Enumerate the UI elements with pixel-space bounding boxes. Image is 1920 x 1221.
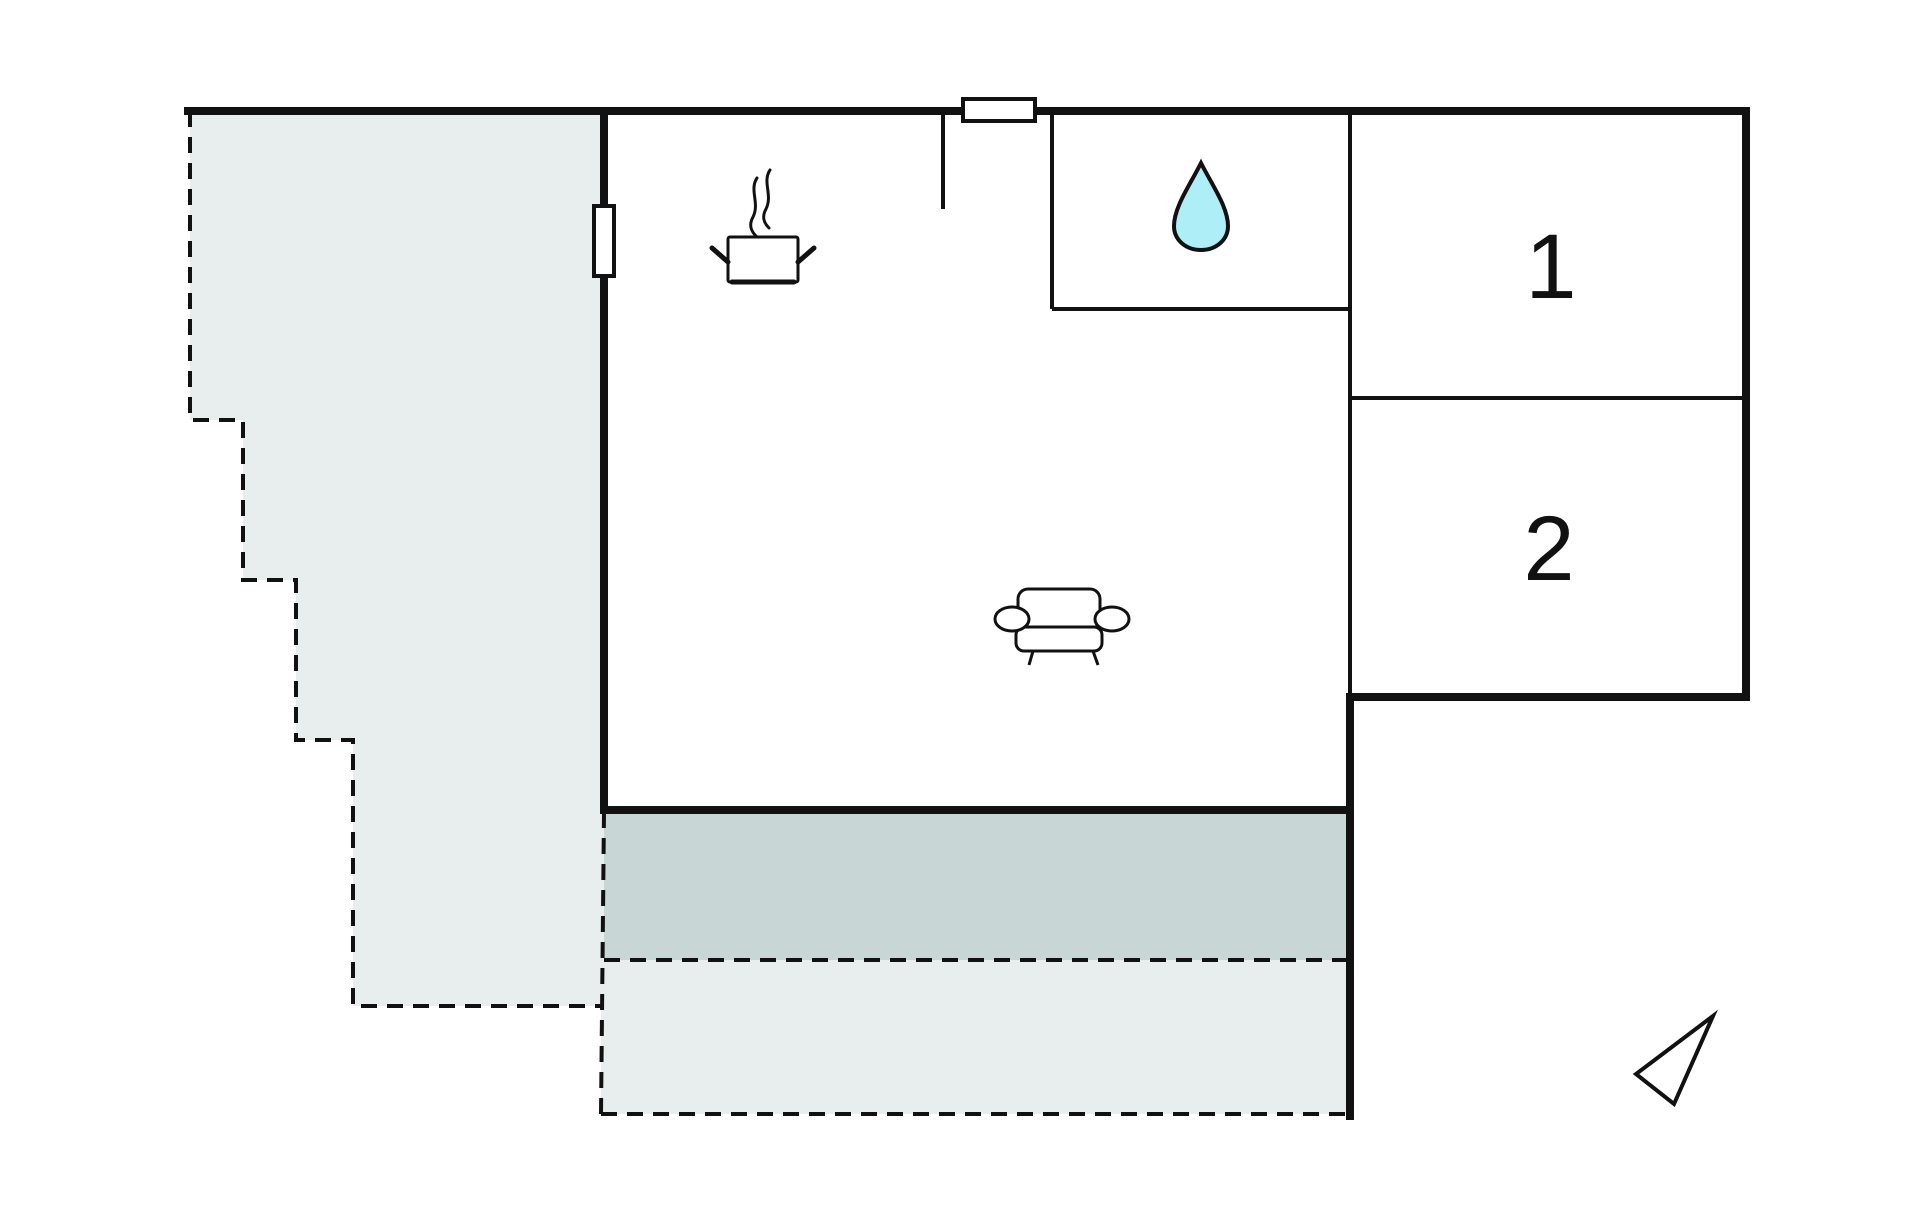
terrace-left-dashed-border xyxy=(188,111,604,1008)
bedroom-2-label: 2 xyxy=(1523,498,1574,600)
window-top xyxy=(961,97,1037,123)
north-arrow-icon xyxy=(1632,1009,1718,1108)
terrace-covered xyxy=(604,810,1350,960)
window-left xyxy=(592,204,616,278)
terrace-bottom xyxy=(601,960,1350,1114)
cooking-pot-icon xyxy=(709,168,817,285)
sofa-icon xyxy=(993,587,1131,666)
interior-walls xyxy=(941,111,1746,697)
bedroom-1-label: 1 xyxy=(1525,216,1576,318)
terrace-left xyxy=(190,111,604,1006)
water-drop-icon xyxy=(1171,158,1231,253)
